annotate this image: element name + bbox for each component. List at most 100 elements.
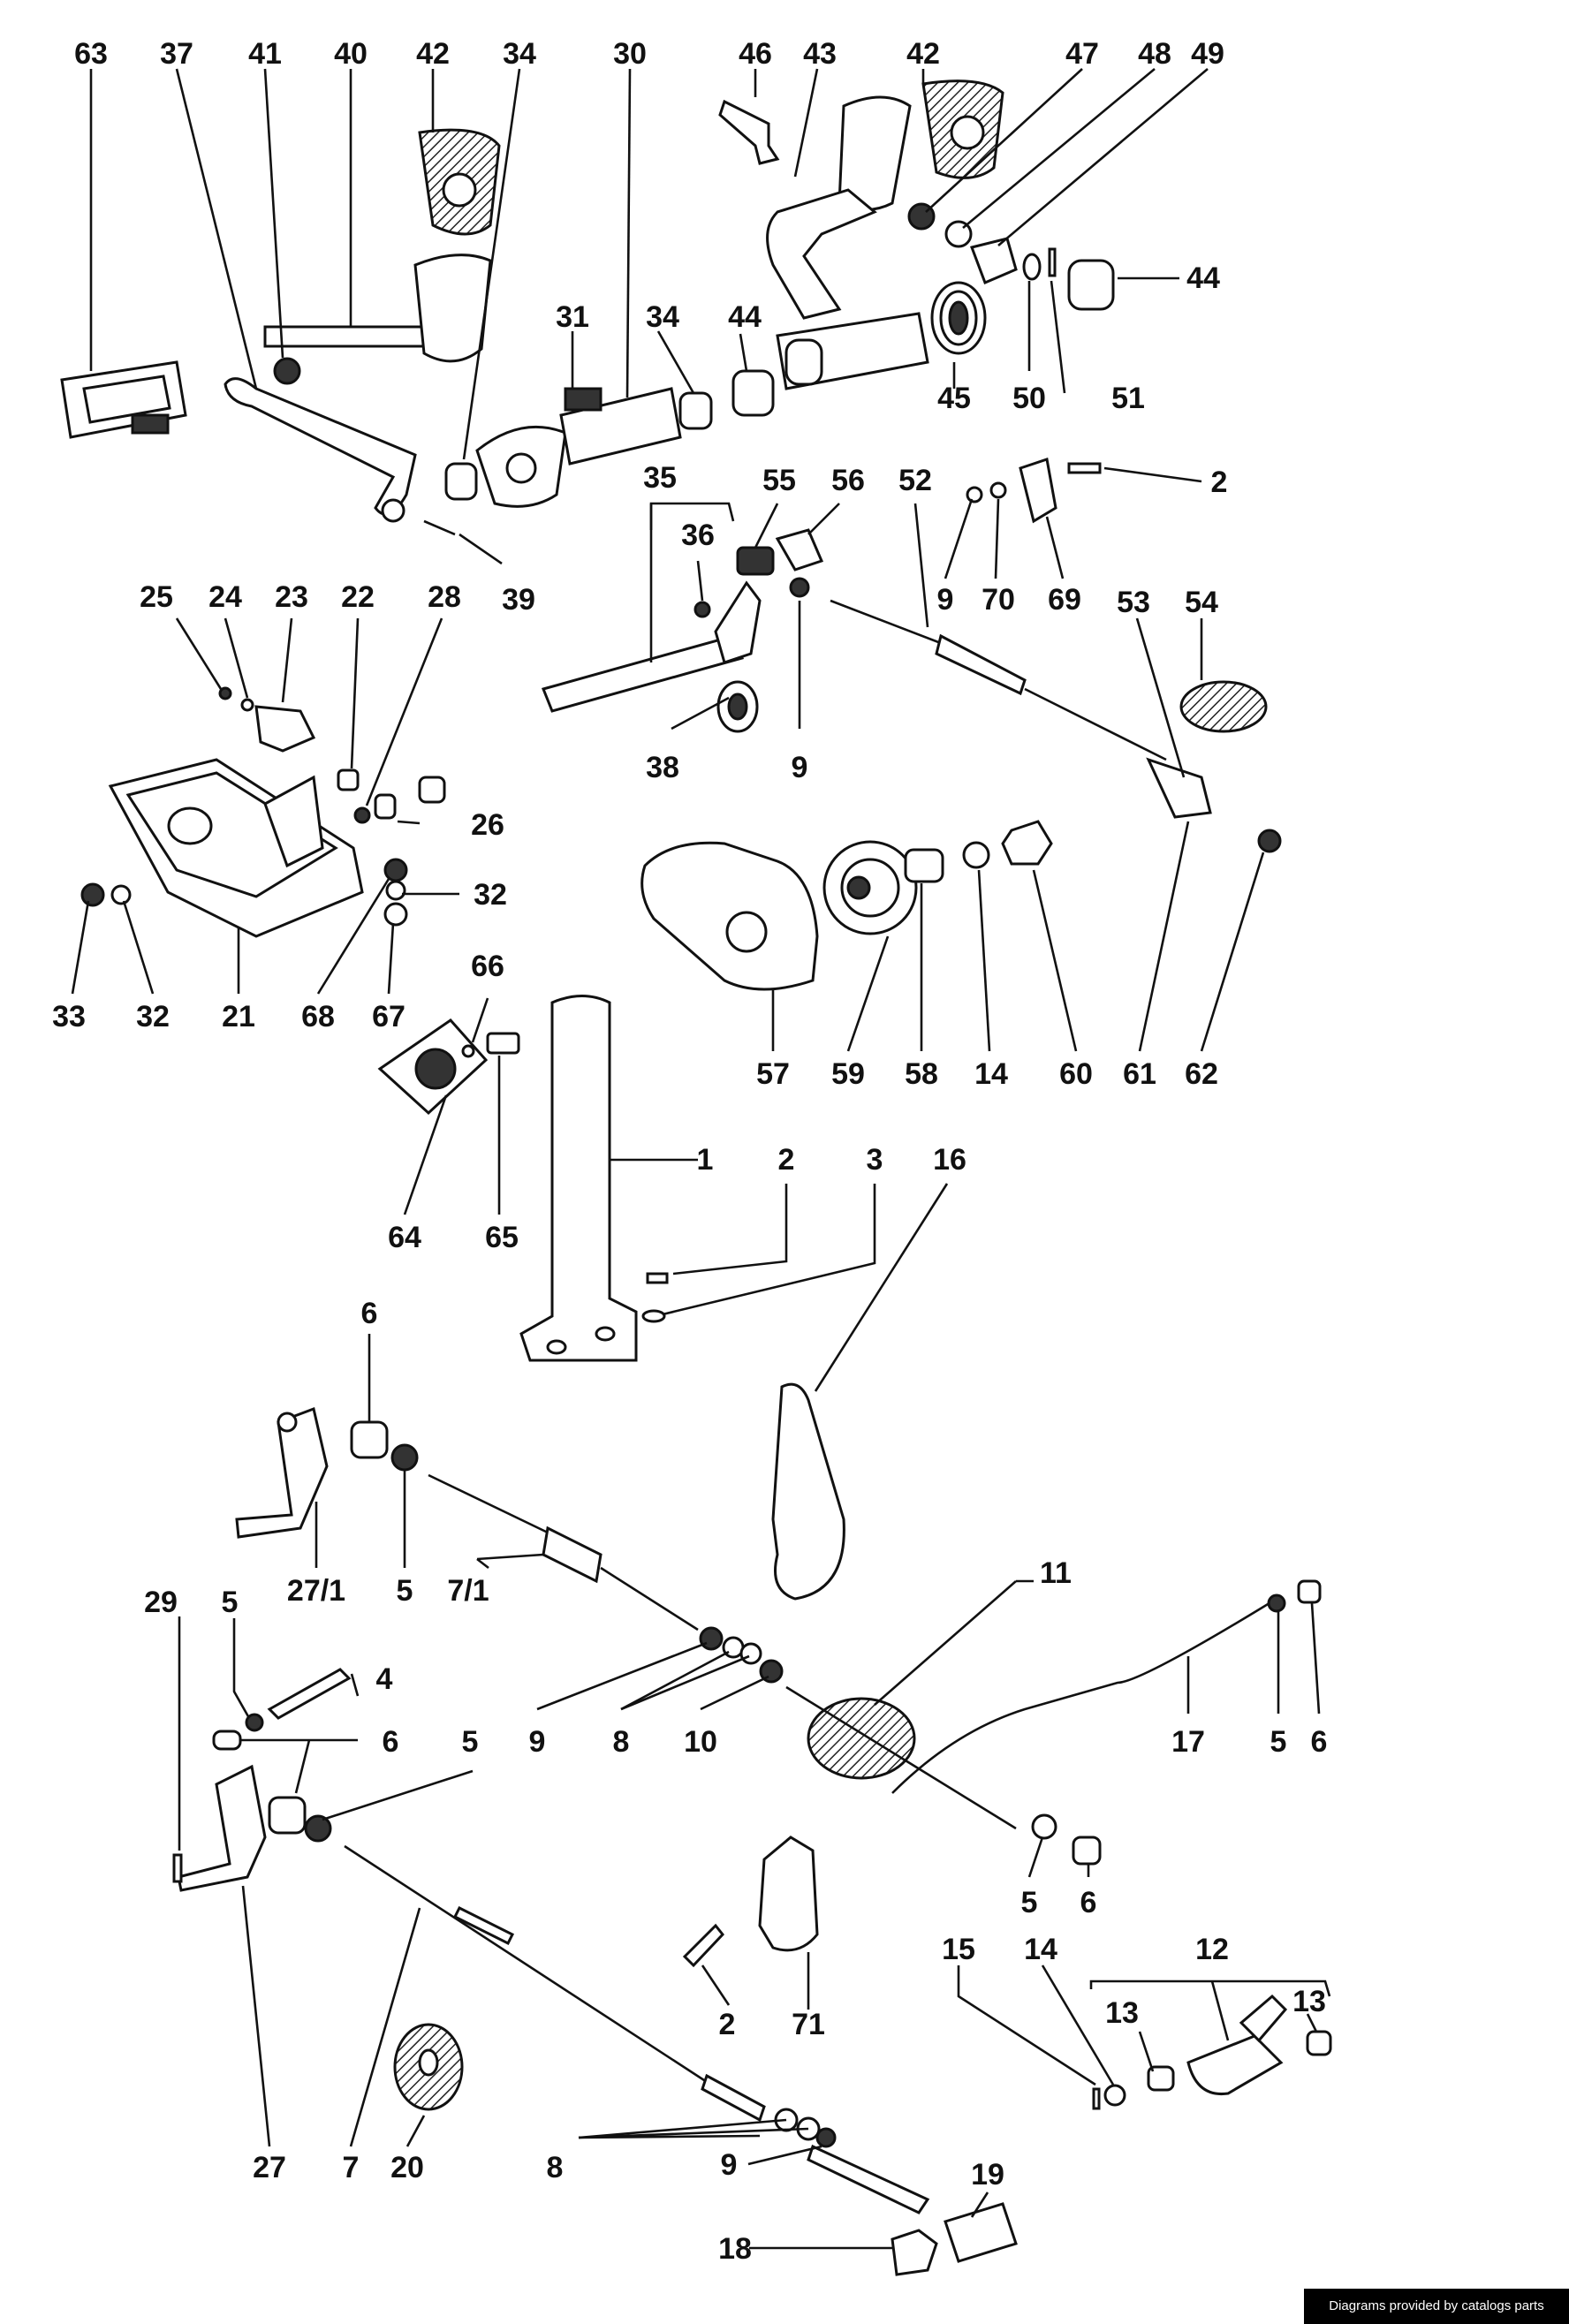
callout-31: 31 (556, 300, 589, 334)
callout-51: 51 (1111, 382, 1145, 415)
callout-48: 48 (1138, 37, 1171, 71)
part-22-bushing (337, 768, 360, 791)
part-44-bushing (731, 369, 775, 417)
callout-66: 66 (471, 950, 504, 983)
callout-59: 59 (831, 1057, 865, 1091)
part-34-bushing (444, 462, 478, 501)
part-51-pin (1048, 247, 1057, 277)
part-6-clevis-c (1072, 1836, 1102, 1866)
callout-23: 23 (275, 580, 308, 614)
callout-67: 67 (372, 1000, 406, 1033)
part-38-spring (716, 680, 759, 733)
callout-17: 17 (1171, 1725, 1205, 1759)
callout-9-b: 9 (792, 751, 808, 784)
part-6-clevis-a (350, 1420, 389, 1459)
part-46-bolt (718, 99, 780, 165)
part-49-clip (970, 237, 1018, 284)
part-52-cable (830, 599, 1167, 761)
callout-62: 62 (1185, 1057, 1218, 1091)
callout-25: 25 (140, 580, 173, 614)
callout-26: 26 (471, 808, 504, 842)
callout-34: 34 (503, 37, 536, 71)
part-30-shaft (475, 387, 682, 508)
callout-3: 3 (867, 1143, 883, 1177)
part-26-bushing (418, 776, 446, 804)
leader-lines (71, 67, 1331, 2250)
callout-65: 65 (485, 1221, 519, 1254)
part-18-bolt (891, 2229, 938, 2276)
credit-banner: Diagrams provided by catalogs parts (1304, 2289, 1569, 2324)
callout-14: 14 (974, 1057, 1008, 1091)
part-32-washer (110, 884, 132, 905)
callout-70: 70 (982, 583, 1015, 617)
part-20-grommet (393, 2023, 464, 2111)
part-53-cable-end (1146, 757, 1212, 819)
callout-5: 5 (397, 1574, 413, 1608)
callout-50: 50 (1012, 382, 1046, 415)
callout-56: 56 (831, 464, 865, 497)
callout-2: 2 (1211, 466, 1228, 499)
callout-35: 35 (643, 461, 677, 495)
part-63-pedal-pad (60, 360, 187, 439)
callout-7: 7 (343, 2151, 360, 2184)
part-58-bushing (904, 848, 944, 883)
part-55-block (736, 546, 775, 576)
part-29-pin (172, 1853, 183, 1883)
callout-68: 68 (301, 1000, 335, 1033)
callout-55: 55 (762, 464, 796, 497)
part-56-clip (775, 528, 824, 572)
part-57-housing (640, 841, 819, 991)
callout-43: 43 (803, 37, 837, 71)
callout-19: 19 (971, 2158, 1004, 2192)
callout-52: 52 (898, 464, 932, 497)
callout-8-b: 8 (547, 2151, 564, 2184)
callout-40: 40 (334, 37, 368, 71)
part-6-clevis-b (1297, 1579, 1322, 1604)
callout-5-c: 5 (462, 1725, 479, 1759)
callout-32-b: 32 (136, 1000, 170, 1033)
callout-38: 38 (646, 751, 679, 784)
part-17-rod (891, 1597, 1277, 1794)
callout-58: 58 (905, 1057, 938, 1091)
part-36-ball (694, 601, 711, 618)
part-54-boot (1179, 680, 1268, 733)
callout-2-b: 2 (778, 1143, 795, 1177)
callout-32: 32 (474, 878, 507, 912)
callout-18: 18 (718, 2232, 752, 2266)
part-59-pulley (822, 840, 918, 935)
callout-44: 44 (728, 300, 762, 334)
callout-9: 9 (937, 583, 954, 617)
callout-14-b: 14 (1024, 1933, 1057, 1966)
part-31-key (564, 387, 603, 412)
part-41-nut (273, 357, 301, 385)
callout-9-d: 9 (721, 2148, 738, 2182)
callout-63: 63 (74, 37, 108, 71)
part-5-nut-c (1031, 1813, 1057, 1840)
part-13-bushing-right (1306, 2030, 1332, 2056)
part-40-pedal (263, 254, 492, 363)
callout-6: 6 (361, 1297, 378, 1330)
callout-29: 29 (144, 1586, 178, 1619)
callout-6-c: 6 (1311, 1725, 1328, 1759)
part-60-nut (1001, 820, 1053, 866)
part-15-pin (1092, 2087, 1101, 2110)
part-65-bolt (486, 1032, 520, 1055)
part-1-accelerator-pedal (519, 995, 638, 1362)
part-9-nut (789, 577, 810, 598)
callout-7-1: 7/1 (447, 1574, 489, 1608)
callout-15: 15 (942, 1933, 975, 1966)
callout-10: 10 (684, 1725, 717, 1759)
callout-39: 39 (502, 583, 535, 617)
callout-34-b: 34 (646, 300, 679, 334)
part-45-spring (930, 281, 987, 355)
callout-46: 46 (739, 37, 772, 71)
part-5-nut-b (1267, 1593, 1286, 1613)
callout-8: 8 (613, 1725, 630, 1759)
callout-6-d: 6 (1080, 1886, 1097, 1919)
callout-47: 47 (1065, 37, 1099, 71)
callout-12: 12 (1195, 1933, 1229, 1966)
part-62-nut (1257, 829, 1282, 853)
callout-5-d: 5 (1270, 1725, 1287, 1759)
part-71-clip (758, 1836, 819, 1952)
part-13-bushing-left (1147, 2065, 1175, 2092)
